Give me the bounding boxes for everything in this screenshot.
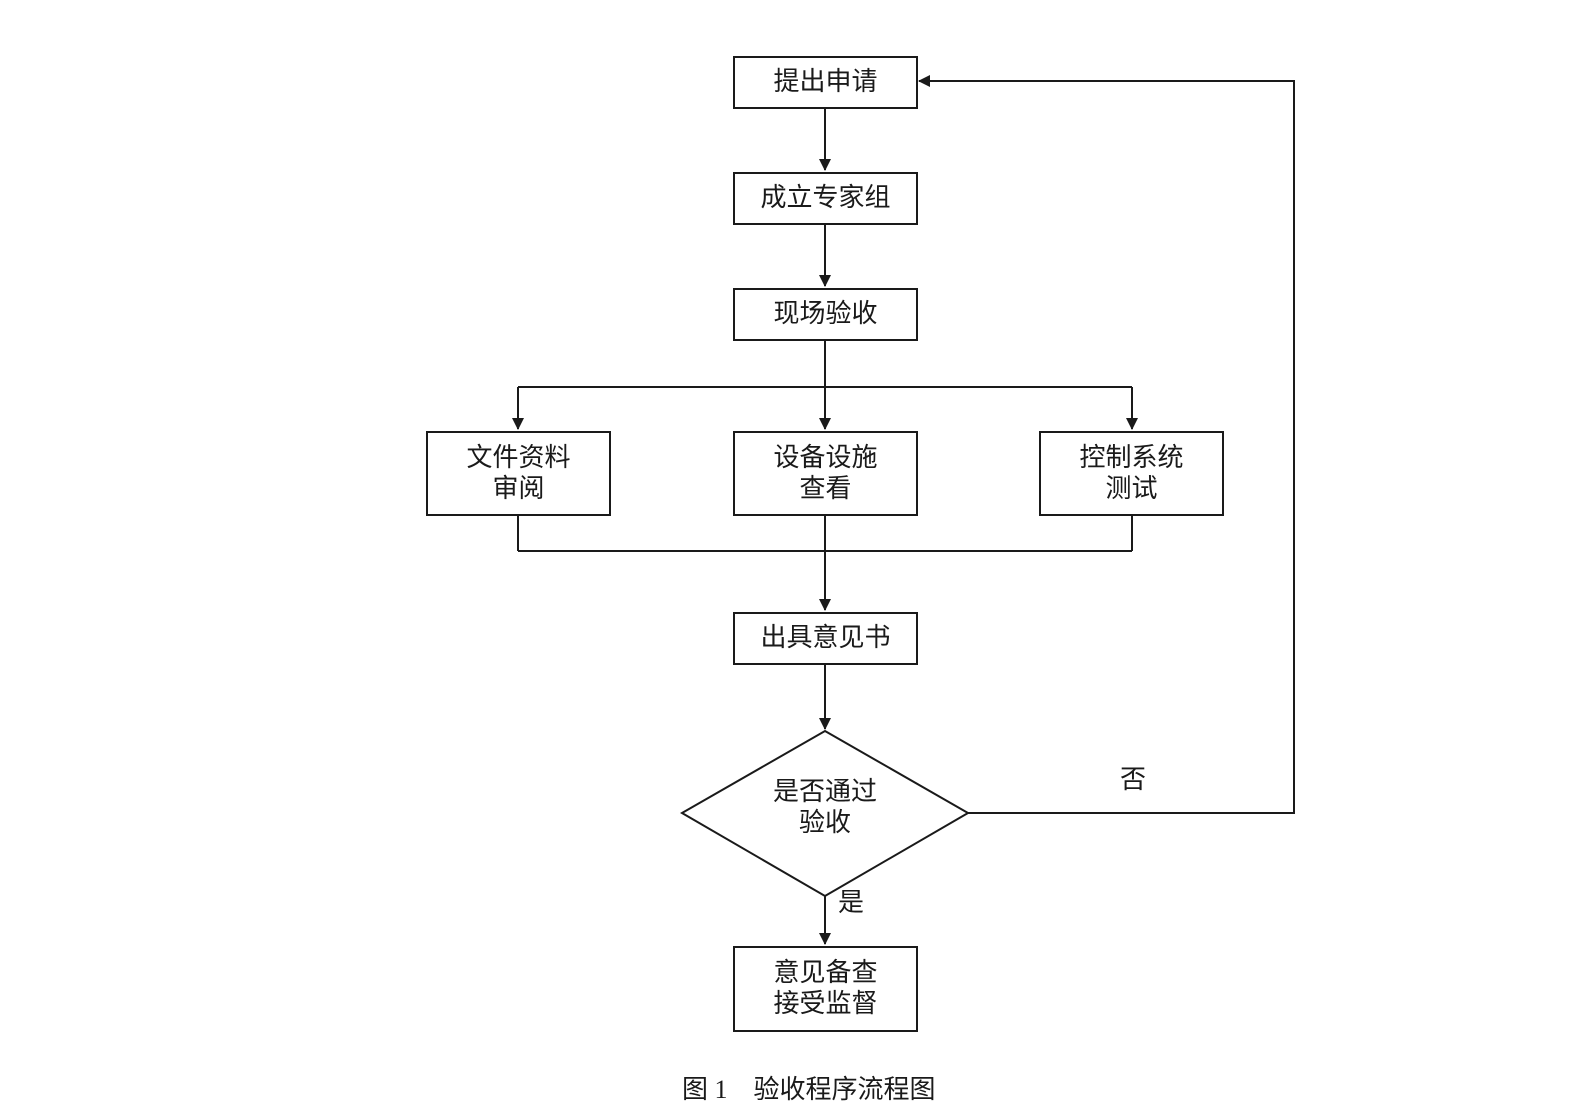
decision-label-line2: 验收 — [798, 808, 851, 838]
node-onsite-inspection: 现场验收 — [733, 288, 918, 341]
node-expert-group: 成立专家组 — [733, 172, 918, 225]
node-label: 提出申请 — [773, 67, 878, 97]
edge-label-yes: 是 — [838, 888, 865, 918]
node-label-line1: 意见备查 — [773, 958, 878, 988]
node-label-line2: 接受监督 — [773, 989, 878, 1019]
decision-label: 是否通过 验收 — [745, 775, 905, 841]
node-label-line1: 控制系统 — [1079, 442, 1184, 473]
feedback-no-line — [918, 75, 1295, 814]
figure-title: 验收程序流程图 — [753, 1075, 936, 1104]
node-issue-opinion: 出具意见书 — [733, 612, 918, 665]
node-label-line2: 审阅 — [492, 473, 545, 504]
decision-label-line1: 是否通过 — [772, 777, 877, 807]
node-label-line2: 查看 — [799, 473, 852, 504]
node-label-line1: 文件资料 — [466, 442, 571, 473]
node-equipment-check: 设备设施 查看 — [733, 431, 918, 516]
node-label-line2: 测试 — [1105, 473, 1158, 504]
node-label: 现场验收 — [773, 299, 878, 329]
node-control-test: 控制系统 测试 — [1039, 431, 1224, 516]
node-label: 出具意见书 — [760, 623, 891, 653]
node-apply: 提出申请 — [733, 56, 918, 109]
node-archive-supervision: 意见备查 接受监督 — [733, 946, 918, 1032]
figure-caption: 图 1 验收程序流程图 — [682, 1072, 936, 1108]
node-label: 成立专家组 — [760, 183, 891, 213]
node-label-line1: 设备设施 — [773, 442, 878, 473]
edge-label-no: 否 — [1120, 765, 1147, 795]
figure-number: 图 1 — [682, 1075, 728, 1104]
node-docs-review: 文件资料 审阅 — [426, 431, 611, 516]
